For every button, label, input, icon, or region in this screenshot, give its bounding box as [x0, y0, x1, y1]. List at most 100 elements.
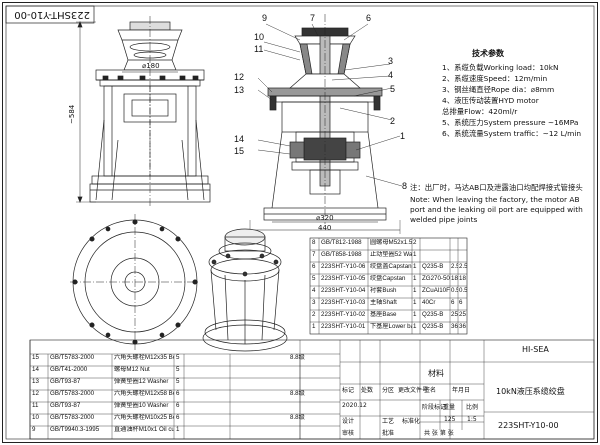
bom-upper-name: 主轴Shaft — [370, 299, 397, 306]
bom-upper-code: 223SHT-Y10-06 — [321, 263, 366, 270]
role-label: 标准化 — [402, 418, 421, 425]
bom-upper-w2: 0.5 — [459, 287, 467, 294]
part-label-11: 11 — [254, 44, 264, 54]
isometric-view — [202, 228, 288, 352]
change-label: 标记 — [342, 387, 355, 394]
bom-lower-qty: 5 — [176, 354, 180, 361]
part-label-9: 9 — [262, 13, 268, 23]
bom-upper-no: 8 — [312, 239, 316, 246]
bom-lower-code: GB/T93-87 — [50, 378, 81, 385]
part-label-10: 10 — [254, 32, 265, 42]
bom-lower-no: 14 — [32, 366, 39, 373]
weight-value: 125 — [444, 416, 456, 423]
note-cn: 注：出厂时，马达AB口及泄露油口均配焊接式管接头 — [410, 183, 583, 192]
bom-upper-w2: 36 — [459, 323, 466, 330]
tech-line: 6、系统流量System traffic：~12 L/min — [442, 129, 582, 138]
dim-base-diameter: ⌀320 — [316, 214, 334, 222]
tech-line: 5、系统压力System pressure ~16MPa — [442, 118, 579, 127]
bom-upper-qty: 1 — [413, 323, 417, 330]
bom-upper-qty: 1 — [413, 251, 417, 258]
bom-upper-name: 基座Base — [370, 311, 397, 318]
bom-upper-no: 4 — [312, 287, 316, 294]
change-label: 更改文件号 — [398, 387, 429, 394]
part-label-2: 2 — [390, 116, 396, 126]
bom-lower-no: 13 — [32, 378, 39, 385]
bom-lower-code: GB/T5783-2000 — [50, 414, 95, 421]
bom-upper-qty: 1 — [413, 311, 417, 318]
bom-upper-no: 3 — [312, 299, 316, 306]
bom-upper-w1: 18 — [451, 275, 458, 282]
bom-upper-code: GB/T812-1988 — [321, 239, 362, 246]
bom-upper-qty: 1 — [413, 275, 417, 282]
bom-upper-mat: ZG270-500 — [422, 275, 450, 282]
company-name: HI-SEA — [522, 345, 549, 354]
bom-lower-no: 12 — [32, 390, 39, 397]
bom-lower-name: 六角头螺栓M10x25 Bolt — [114, 414, 174, 421]
part-label-1: 1 — [400, 131, 406, 141]
date: 2020.12 — [342, 402, 367, 409]
part-label-7: 7 — [310, 13, 316, 23]
dim-total-height: ~584 — [68, 104, 76, 124]
part-label-4: 4 — [388, 70, 394, 80]
bom-lower-name: 六角头螺栓M12x58 Bolt — [114, 390, 174, 397]
bom-upper-w2: 18 — [459, 275, 466, 282]
bom-lower-code: GB/T93-87 — [50, 402, 81, 409]
title-block-grid — [29, 339, 595, 440]
note-en-2: port and the leaking oil port are equipp… — [410, 205, 583, 214]
tech-line: 总排量Flow：420ml/r — [442, 107, 518, 116]
bom-upper-name: 圆螺母M52x1.5 Nut — [370, 239, 412, 246]
bom-upper-grid — [309, 237, 468, 335]
change-label: 签名 — [424, 387, 437, 394]
bom-upper-mat: Q235-B — [422, 311, 444, 318]
bom-upper-no: 2 — [312, 311, 316, 318]
part-label-8: 8 — [402, 181, 408, 191]
sheet-count: 共 张 第 张 — [424, 430, 454, 437]
bom-upper-no: 7 — [312, 251, 316, 258]
bom-upper-code: GB/T858-1988 — [321, 251, 362, 258]
part-label-14: 14 — [234, 134, 245, 144]
bom-lower-name: 弹簧垫圈12 Washer — [114, 378, 169, 385]
bom-lower-name: 直通油杯M10x1 Oil cup — [114, 426, 174, 433]
part-label-3: 3 — [388, 56, 394, 66]
bom-lower-no: 11 — [32, 402, 39, 409]
bom-upper-mat: 40Cr — [422, 299, 436, 306]
external-elevation-view — [76, 16, 211, 208]
bom-upper-code: 223SHT-Y10-05 — [321, 275, 366, 282]
bom-upper-mat: ZCuAl10Fe3 — [422, 287, 450, 294]
change-label: 年月日 — [452, 387, 471, 394]
tech-title: 技术参数 — [472, 49, 504, 58]
bom-lower-name: 六角头螺栓M12x35 Bolt — [114, 354, 174, 361]
bom-lower-code: GB/T9940.3-1995 — [50, 426, 100, 433]
note-en-3: welded pipe joints — [410, 215, 478, 224]
bom-upper-w2: 6 — [459, 299, 463, 306]
dim-base-total: 440 — [318, 224, 332, 232]
scale-value: 1:5 — [467, 416, 477, 423]
bom-lower-qty: 6 — [176, 390, 180, 397]
role-label: 工艺 — [382, 418, 395, 425]
role-label: 批准 — [382, 430, 395, 437]
bom-lower-qty: 5 — [176, 378, 180, 385]
bom-lower-qty: 6 — [176, 414, 180, 421]
part-label-15: 15 — [234, 146, 245, 156]
bom-lower-qty: 5 — [176, 366, 180, 373]
tech-line: 1、系缆负载Working load：10kN — [442, 63, 559, 72]
bom-upper-name: 绞盘Capstan — [370, 275, 406, 282]
bom-upper-w1: 2.5 — [451, 263, 458, 270]
tech-line: 2、系缆速度Speed：12m/min — [442, 74, 548, 83]
bom-upper-name: 绞盘盖Capstan cover — [370, 263, 412, 270]
bom-lower-qty: 6 — [176, 402, 180, 409]
bom-upper-code: 223SHT-Y10-02 — [321, 311, 366, 318]
bom-upper-qty: 1 — [413, 287, 417, 294]
bom-lower-no: 10 — [32, 414, 39, 421]
bom-upper-w1: 36 — [451, 323, 458, 330]
part-label-6: 6 — [366, 13, 372, 23]
bom-lower-code: GB/T5783-2000 — [50, 354, 95, 361]
role-label: 设计 — [342, 418, 355, 425]
bom-upper-w1: 0.5 — [451, 287, 458, 294]
stage-label: 阶段标记 — [422, 404, 447, 411]
tech-line: 3、钢丝绳直径Rope dia：⌀8mm — [442, 85, 555, 94]
bom-upper-code: 223SHT-Y10-01 — [321, 323, 366, 330]
part-label-5: 5 — [390, 84, 396, 94]
